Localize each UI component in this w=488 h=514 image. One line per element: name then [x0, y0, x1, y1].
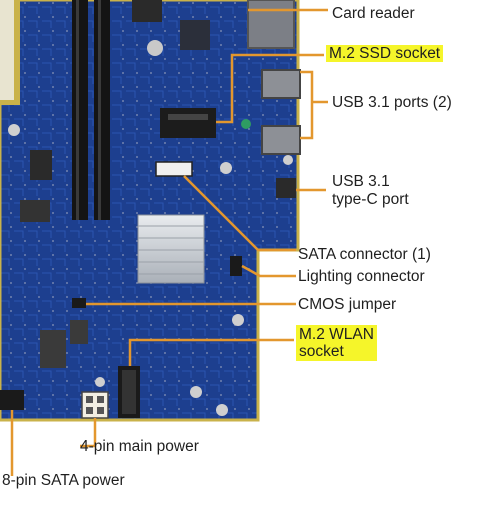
- usb31-port-2: [261, 125, 301, 155]
- cmos-jumper: [72, 298, 86, 308]
- label-m2-wlan-line2: socket: [299, 343, 344, 360]
- heatsink: [137, 214, 205, 284]
- four-pin-power-connector: [81, 391, 109, 419]
- m2-ssd-socket: [160, 108, 216, 138]
- sata-connector: [155, 161, 193, 177]
- lighting-connector: [230, 256, 242, 276]
- label-m2-wlan-line1: M.2 WLAN: [299, 326, 374, 343]
- label-m2-wlan: M.2 WLAN socket: [296, 325, 377, 361]
- eight-pin-sata-power-connector: [0, 390, 24, 410]
- label-cmos-jumper: CMOS jumper: [298, 296, 397, 313]
- leader-lines: [10, 8, 328, 476]
- memory-slots: [72, 0, 110, 220]
- label-sata-connector: SATA connector (1): [298, 246, 431, 263]
- label-card-reader: Card reader: [332, 5, 415, 22]
- label-usb31-ports: USB 3.1 ports (2): [332, 94, 452, 111]
- card-reader: [247, 0, 295, 49]
- label-usb31-typec-line2: type-C port: [332, 191, 409, 208]
- usb31-typec-port: [276, 178, 296, 198]
- board-components: [8, 0, 293, 416]
- label-lighting-connector: Lighting connector: [298, 268, 425, 285]
- label-four-pin-main-power: 4-pin main power: [80, 438, 199, 455]
- usb31-port-1: [261, 69, 301, 99]
- label-m2-ssd-socket: M.2 SSD socket: [326, 45, 444, 62]
- label-usb31-typec-line1: USB 3.1: [332, 173, 390, 190]
- label-eight-pin-sata-power: 8-pin SATA power: [2, 472, 125, 489]
